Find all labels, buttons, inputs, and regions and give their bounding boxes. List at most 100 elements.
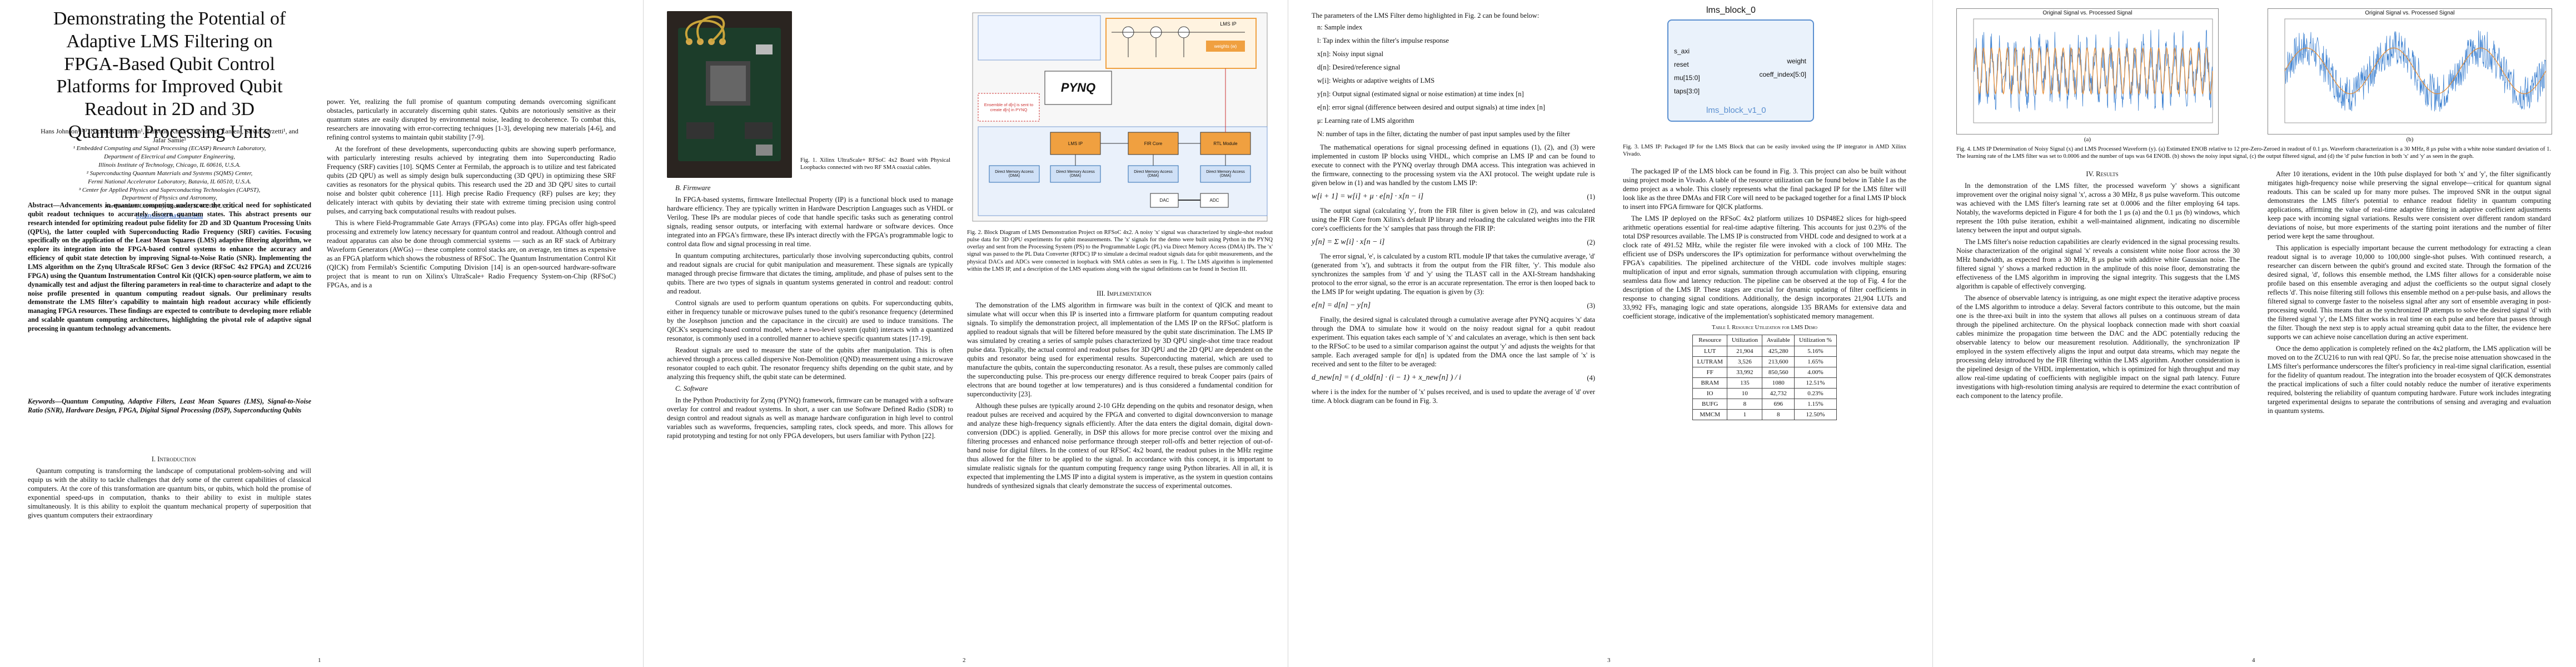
page-number: 1: [318, 657, 321, 664]
paragraph: power. Yet, realizing the full promise o…: [327, 98, 616, 141]
param-item: μ: Learning rate of LMS algorithm: [1317, 117, 1414, 125]
table-cell: 12.50%: [1793, 409, 1837, 421]
paragraph: Readout signals are used to measure the …: [667, 346, 953, 381]
affiliation-2: Illinois Institute of Technology, Chicag…: [98, 162, 241, 169]
table-cell: 213,600: [1762, 356, 1795, 367]
email-link[interactable]: hjohnson3@hawk.iit.edu: [136, 211, 203, 220]
plot-a: Original Signal vs. Processed Signal (a): [1956, 8, 2219, 143]
page-number: 3: [1607, 657, 1611, 664]
page1-right-column: power. Yet, realizing the full promise o…: [327, 97, 616, 292]
pynq-label: PYNQ: [1060, 81, 1096, 94]
page3-left-column: The parameters of the LMS Filter demo hi…: [1312, 11, 1595, 408]
params-list: n: Sample index l: Tap index within the …: [1312, 23, 1595, 138]
plot-a-title: Original Signal vs. Processed Signal: [2042, 10, 2132, 16]
dma-block-2: Direct Memory Access (DMA): [1134, 170, 1173, 178]
page-divider: [643, 0, 644, 667]
page4-left-column: IV. Results In the demonstration of the …: [1956, 170, 2240, 403]
dma-block-0: Direct Memory Access (DMA): [995, 170, 1034, 178]
table-cell: 8: [1762, 409, 1795, 421]
affiliation-6: Department of Physics and Astronomy,: [122, 195, 217, 202]
page2-right-column: III. Implementation The demonstration of…: [967, 289, 1273, 493]
table-header: Utilization %: [1793, 335, 1837, 346]
port-reset: reset: [1674, 61, 1689, 68]
table-cell: 425,280: [1762, 345, 1795, 357]
page-3: The parameters of the LMS Filter demo hi…: [1289, 0, 1931, 667]
page4-right-column: After 10 iterations, evident in the 10th…: [2268, 170, 2551, 418]
subsection-heading-software: C. Software: [675, 385, 708, 392]
table-cell: 21,904: [1727, 345, 1763, 357]
plot-b: Original Signal vs. Processed Signal (b): [2268, 8, 2552, 143]
page3-right-column: The packaged IP of the LMS block can be …: [1623, 167, 1906, 424]
affiliation-1: Department of Electrical and Computer En…: [104, 153, 235, 161]
table-cell: MMCM: [1692, 409, 1728, 421]
affiliation-7: Northwestern University, Evanston, IL 60…: [104, 203, 235, 210]
filtered-signal-line: [1973, 47, 2213, 95]
port-taps: taps[3:0]: [1674, 87, 1700, 95]
resource-table: Resource Utilization Available Utilizati…: [1692, 335, 1837, 421]
rtl-module-block: RTL Module: [1213, 141, 1238, 146]
weights-label: weights (w): [1214, 43, 1237, 49]
paragraph: The LMS IP deployed on the RFSoC 4x2 pla…: [1623, 215, 1906, 320]
param-item: l: Tap index within the filter's impulse…: [1317, 37, 1449, 44]
plot-b-label: (b): [2406, 136, 2414, 143]
board-illustration: [667, 11, 792, 178]
paragraph: The demonstration of the LMS algorithm i…: [967, 301, 1273, 398]
fig2-block-diagram: PYNQ Ensemble of d[n] is sent to create …: [967, 10, 1273, 227]
section-heading-results: IV. Results: [2086, 170, 2119, 178]
paragraph: In the Python Productivity for Zynq (PYN…: [667, 396, 953, 440]
equation-2-number: (2): [1587, 238, 1595, 246]
paragraph: In quantum computing architectures, part…: [667, 252, 953, 295]
port-s-axi: s_axi: [1674, 47, 1690, 55]
table-cell: 696: [1762, 398, 1795, 410]
section-heading-implementation: III. Implementation: [1097, 290, 1152, 297]
lms-left-ports: s_axi reset mu[15:0] taps[3:0]: [1674, 44, 1700, 98]
page-number: 2: [963, 657, 966, 664]
equation-3: e[n] = d[n] − y[n](3): [1312, 301, 1595, 311]
equation-2-body: y[n] = Σ w[i] · x[n − i]: [1312, 237, 1385, 246]
table-cell: 10: [1727, 387, 1763, 399]
paragraph: This application is especially important…: [2268, 244, 2551, 341]
table-cell: 135: [1727, 377, 1763, 389]
table-header: Utilization: [1727, 335, 1763, 346]
page-4: Original Signal vs. Processed Signal (a)…: [1934, 0, 2576, 667]
dma-block-3: Direct Memory Access (DMA): [1206, 170, 1245, 178]
paragraph: In the demonstration of the LMS filter, …: [1956, 182, 2240, 234]
port-mu: mu[15:0]: [1674, 74, 1700, 82]
dma-block-1: Direct Memory Access (DMA): [1056, 170, 1095, 178]
subsection-heading-firmware: B. Firmware: [675, 184, 711, 192]
block-diagram-svg: [972, 12, 1268, 222]
lms-ip-label: LMS IP: [1220, 21, 1237, 27]
table-cell: 42,732: [1762, 387, 1795, 399]
page-divider: [1932, 0, 1933, 667]
fig4-caption: Fig. 4. LMS IP Determination of Noisy Si…: [1956, 146, 2551, 160]
table-cell: 8: [1727, 398, 1763, 410]
page2-left-column: B. Firmware In FPGA-based systems, firmw…: [667, 183, 953, 443]
equation-2: y[n] = Σ w[i] · x[n − i] (2): [1312, 237, 1595, 247]
affiliation-0: ¹ Embedded Computing and Signal Processi…: [73, 145, 266, 152]
paragraph: The LMS filter's noise reduction capabil…: [1956, 238, 2240, 290]
lms-block-body: [1667, 19, 1814, 122]
table-cell: LUTRAM: [1692, 356, 1728, 367]
equation-3-body: e[n] = d[n] − y[n]: [1312, 301, 1371, 310]
table-header: Available: [1762, 335, 1795, 346]
paragraph: The error signal, 'e', is calculated by …: [1312, 252, 1595, 296]
table-cell: 1.65%: [1793, 356, 1837, 367]
adc-block: ADC: [1209, 198, 1219, 203]
page-number: 4: [2252, 657, 2255, 664]
paragraph: The packaged IP of the LMS block can be …: [1623, 167, 1906, 211]
param-item: N: number of taps in the filter, dictati…: [1317, 130, 1570, 138]
table-cell: 5.16%: [1793, 345, 1837, 357]
affiliation-5: ³ Center for Applied Physics and Superco…: [78, 186, 261, 193]
param-item: d[n]: Desired/reference signal: [1317, 63, 1401, 71]
table-header: Resource: [1692, 335, 1728, 346]
table-cell: BUFG: [1692, 398, 1728, 410]
lms-block-version: lms_block_v1_0: [1706, 106, 1766, 115]
table-cell: 1: [1727, 409, 1763, 421]
plot-b-title: Original Signal vs. Processed Signal: [2365, 10, 2455, 16]
table-cell: 33,992: [1727, 366, 1763, 378]
param-item: e[n]: error signal (difference between d…: [1317, 103, 1546, 111]
